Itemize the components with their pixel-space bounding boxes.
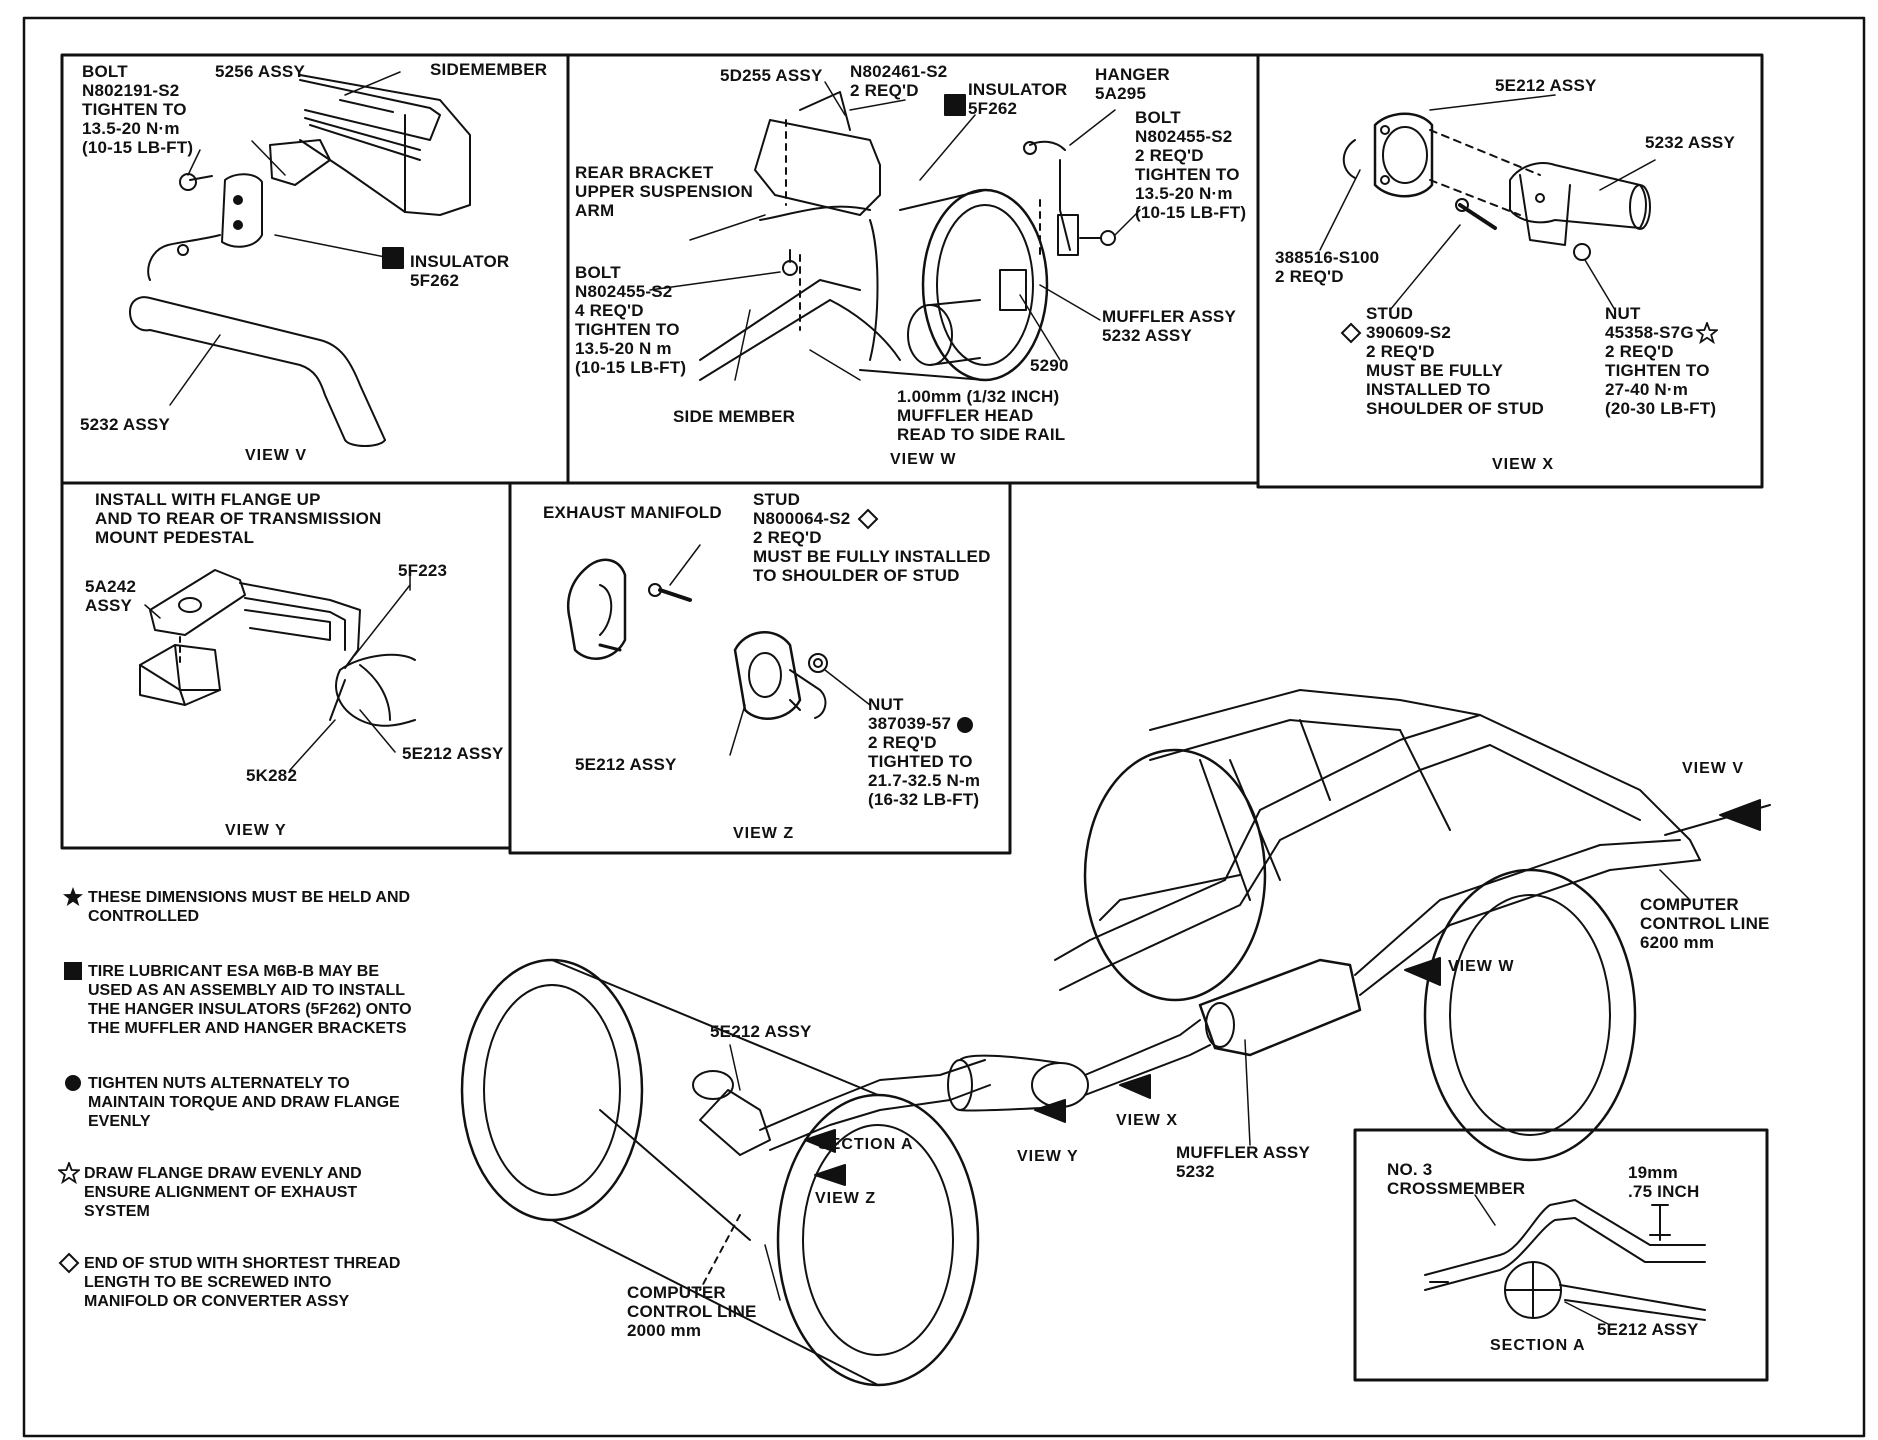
- z-nut-label: NUT 387039-57 2 REQ'D TIGHTED TO 21.7-32…: [868, 695, 981, 809]
- w-5290-label: 5290: [1030, 356, 1069, 375]
- x-star-outline-icon: [1696, 322, 1718, 344]
- view-z-drawing: [566, 558, 828, 720]
- section-a-5e212-label: 5E212 ASSY: [1597, 1320, 1699, 1339]
- v-5232-label: 5232 ASSY: [80, 415, 171, 434]
- w-muffler-label: MUFFLER ASSY 5232 ASSY: [1102, 307, 1236, 345]
- w-bolt-left-label: BOLT N802455-S2 4 REQ'D TIGHTEN TO 13.5-…: [575, 263, 687, 377]
- insulator-square-w: [944, 94, 966, 116]
- y-5k282-label: 5K282: [246, 766, 298, 785]
- w-5d255-label: 5D255 ASSY: [720, 66, 823, 85]
- leader-lines: [144, 71, 1691, 1326]
- section-a-dim-label: 19mm .75 INCH: [1628, 1163, 1700, 1201]
- v-5256-label: 5256 ASSY: [215, 62, 306, 81]
- outline-diamond-icon: [58, 1252, 80, 1274]
- v-bolt-label: BOLT N802191-S2 TIGHTEN TO 13.5-20 N·m (…: [82, 62, 194, 157]
- overview-view-z-label: VIEW Z: [815, 1190, 877, 1207]
- note-text: TIRE LUBRICANT ESA M6B-B MAY BE USED AS …: [88, 963, 412, 1037]
- panel-view-z: [508, 481, 1012, 855]
- x-nut-label: NUT 45358-S7G 2 REQ'D TIGHTEN TO 27-40 N…: [1605, 304, 1717, 418]
- w-rear-bracket-label: REAR BRACKET UPPER SUSPENSION ARM: [575, 163, 753, 220]
- section-a-title: SECTION A: [1490, 1337, 1586, 1354]
- w-side-member-label: SIDE MEMBER: [673, 407, 796, 426]
- overview-view-w-label: VIEW W: [1448, 958, 1515, 975]
- overview-section-a-label: SECTION A: [818, 1136, 914, 1153]
- overview-5e212-label: 5E212 ASSY: [710, 1022, 812, 1041]
- y-5a242-label: 5A242 ASSY: [85, 577, 137, 615]
- view-w-title: VIEW W: [890, 451, 957, 468]
- x-5e212-label: 5E212 ASSY: [1495, 76, 1597, 95]
- solid-star-icon: [63, 887, 83, 906]
- view-y-title: VIEW Y: [225, 822, 287, 839]
- x-diamond-icon: [1340, 322, 1362, 344]
- y-install-label: INSTALL WITH FLANGE UP AND TO REAR OF TR…: [95, 490, 382, 547]
- view-w-drawing: [699, 91, 1116, 382]
- y-5f223-label: 5F223: [398, 561, 448, 580]
- view-y-drawing: [139, 569, 416, 727]
- z-diamond-icon: [857, 508, 879, 530]
- solid-square-icon: [64, 962, 82, 980]
- w-insulator-label: INSULATOR 5F262: [968, 80, 1068, 118]
- w-hanger-label: HANGER 5A295: [1095, 65, 1170, 103]
- note-text: TIGHTEN NUTS ALTERNATELY TO MAINTAIN TOR…: [88, 1075, 400, 1130]
- insulator-square-v: [382, 247, 404, 269]
- view-z-title: VIEW Z: [733, 825, 795, 842]
- note-text: DRAW FLANGE DRAW EVENLY AND ENSURE ALIGN…: [84, 1165, 362, 1220]
- outer-frame: [22, 16, 1866, 1438]
- note-text: END OF STUD WITH SHORTEST THREAD LENGTH …: [84, 1255, 401, 1310]
- vehicle-overview-drawing: [460, 689, 1771, 1387]
- overview-ccl-rear-label: COMPUTER CONTROL LINE 6200 mm: [1640, 895, 1770, 952]
- section-a-crossmember-label: NO. 3 CROSSMEMBER: [1387, 1160, 1526, 1198]
- view-v-drawing: [129, 74, 471, 447]
- outline-star-icon: [58, 1162, 80, 1184]
- view-x-drawing: [1342, 112, 1651, 261]
- x-388516-label: 388516-S100 2 REQ'D: [1275, 248, 1380, 286]
- x-5232-label: 5232 ASSY: [1645, 133, 1736, 152]
- overview-muffler-label: MUFFLER ASSY 5232: [1176, 1143, 1310, 1181]
- x-stud-label: STUD 390609-S2 2 REQ'D MUST BE FULLY INS…: [1366, 304, 1544, 418]
- w-gap-label: 1.00mm (1/32 INCH) MUFFLER HEAD READ TO …: [897, 387, 1066, 444]
- overview-ccl-front-label: COMPUTER CONTROL LINE 2000 mm: [627, 1283, 757, 1340]
- overview-view-y-label: VIEW Y: [1017, 1148, 1079, 1165]
- note-text: THESE DIMENSIONS MUST BE HELD AND CONTRO…: [88, 889, 411, 925]
- z-exhaust-manifold-label: EXHAUST MANIFOLD: [543, 503, 722, 522]
- view-x-title: VIEW X: [1492, 456, 1555, 473]
- z-5e212-label: 5E212 ASSY: [575, 755, 677, 774]
- v-insulator-label: INSULATOR 5F262: [410, 252, 510, 290]
- panel-view-x: [1256, 53, 1764, 489]
- section-a-drawing: [1424, 1199, 1706, 1321]
- w-n802461-label: N802461-S2 2 REQ'D: [850, 62, 948, 100]
- z-stud-label: STUD N800064-S2 2 REQ'D MUST BE FULLY IN…: [753, 490, 991, 585]
- view-v-title: VIEW V: [245, 447, 308, 464]
- overview-view-v-label: VIEW V: [1682, 760, 1745, 777]
- nut-dot-z: [957, 717, 973, 733]
- overview-view-x-label: VIEW X: [1116, 1112, 1179, 1129]
- panel-section-a: [1353, 1128, 1769, 1382]
- solid-circle-icon: [65, 1075, 81, 1091]
- v-sidemember-label: SIDEMEMBER: [430, 60, 548, 79]
- w-bolt-right-label: BOLT N802455-S2 2 REQ'D TIGHTEN TO 13.5-…: [1135, 108, 1247, 222]
- y-5e212-label: 5E212 ASSY: [402, 744, 504, 763]
